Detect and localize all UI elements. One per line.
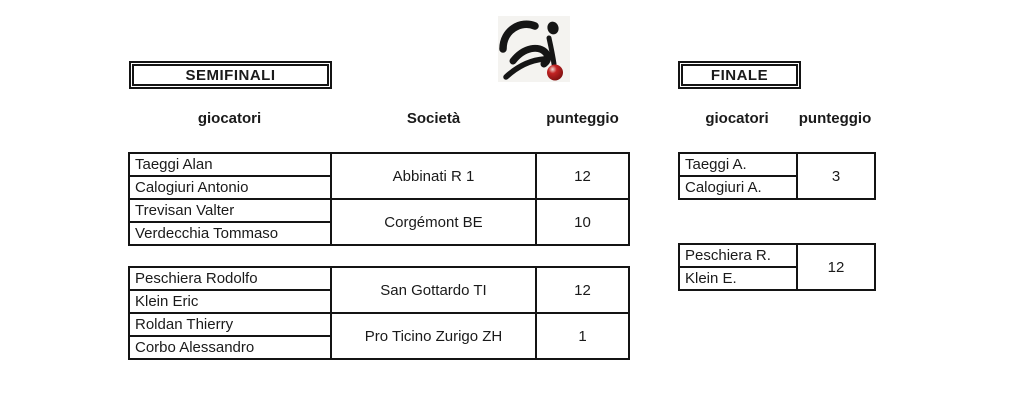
table-row: Corbo Alessandro [128,335,629,360]
table-row: Calogiuri A. [678,175,875,200]
club-name: Corgémont BE [330,198,537,246]
club-name: Abbinati R 1 [330,152,537,200]
bocce-player-icon [498,16,570,82]
final-title: FINALE [681,64,798,86]
table-row: Peschiera Rodolfo San Gottardo TI 12 [128,266,630,314]
player-name: Trevisan Valter [128,198,332,223]
player-name: Klein E. [678,266,798,291]
player-name: Taeggi Alan [128,152,332,177]
table-row: Klein Eric [128,289,629,314]
player-name: Roldan Thierry [128,312,332,337]
final-players-header: giocatori [705,110,769,127]
table-row: Taeggi Alan Abbinati R 1 12 [128,152,630,200]
score-value: 12 [535,152,630,200]
score-value: 12 [535,266,630,314]
table-row: Taeggi A. 3 [678,152,876,200]
club-name: Pro Ticino Zurigo ZH [330,312,537,360]
semifinals-club-header: Società [406,110,461,127]
final-table-2: Peschiera R. 12 Klein E. [678,243,876,291]
player-name: Peschiera R. [678,243,798,268]
club-name: San Gottardo TI [330,266,537,314]
player-name: Taeggi A. [678,152,798,177]
semifinals-title: SEMIFINALI [132,64,329,86]
semifinals-players-header: giocatori [197,110,262,127]
player-name: Verdecchia Tommaso [128,221,332,246]
final-score-header: punteggio [798,110,872,127]
semifinals-title-box: SEMIFINALI [129,61,332,89]
player-name: Klein Eric [128,289,332,314]
player-name: Corbo Alessandro [128,335,332,360]
table-row: Verdecchia Tommaso [128,221,629,246]
final-title-box: FINALE [678,61,801,89]
semifinals-score-header: punteggio [546,110,619,127]
table-row: Peschiera R. 12 [678,243,876,291]
score-value: 3 [796,152,876,200]
final-table-1: Taeggi A. 3 Calogiuri A. [678,152,876,200]
semifinals-table-block-1: Taeggi Alan Abbinati R 1 12 Calogiuri An… [128,152,630,246]
player-name: Peschiera Rodolfo [128,266,332,291]
score-value: 1 [535,312,630,360]
table-row: Calogiuri Antonio [128,175,629,200]
table-row: Klein E. [678,266,875,291]
score-value: 10 [535,198,630,246]
table-row: Roldan Thierry Pro Ticino Zurigo ZH 1 [128,312,630,360]
semifinals-table-block-2: Peschiera Rodolfo San Gottardo TI 12 Kle… [128,266,630,360]
player-name: Calogiuri A. [678,175,798,200]
bocce-player-icon-svg [498,16,570,82]
table-row: Trevisan Valter Corgémont BE 10 [128,198,630,246]
score-value: 12 [796,243,876,291]
player-name: Calogiuri Antonio [128,175,332,200]
